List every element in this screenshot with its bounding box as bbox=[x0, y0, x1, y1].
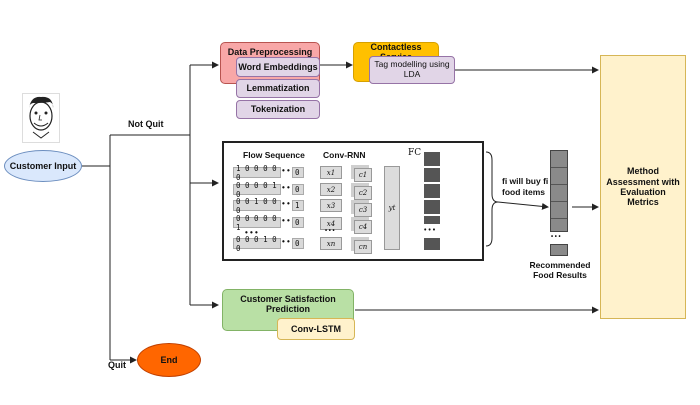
sequence-tail: 0 bbox=[292, 167, 304, 178]
word-embeddings-box: Word Embeddings bbox=[236, 57, 320, 77]
method-assessment-label: Method Assessment with Evaluation Metric… bbox=[606, 166, 680, 208]
customer-input-node: Customer Input bbox=[4, 150, 82, 182]
fc-label: FC bbox=[408, 148, 422, 158]
x-cell: xn bbox=[320, 237, 342, 250]
customer-input-label: Customer Input bbox=[9, 160, 77, 171]
recommended-label: Recommended Food Results bbox=[529, 260, 591, 280]
sequence-row: 0 0 0 0 1 0 bbox=[233, 181, 281, 199]
recommended-last bbox=[550, 244, 568, 256]
sequence-tail-text: 0 bbox=[295, 218, 300, 227]
sequence-dots: • • bbox=[282, 237, 290, 246]
conv-lstm-label: Conv-LSTM bbox=[291, 323, 341, 334]
y-label: yt bbox=[388, 204, 396, 212]
not-quit-label: Not Quit bbox=[128, 119, 164, 129]
buy-note: fi will buy fi food items bbox=[502, 176, 549, 197]
sequence-tail: 0 bbox=[292, 184, 304, 195]
sequence-row: 0 0 1 0 0 0 bbox=[233, 197, 281, 215]
recommended-column bbox=[550, 150, 568, 232]
sequence-row: 1 0 0 0 0 0 bbox=[233, 164, 281, 182]
x-ellipsis: • • • bbox=[325, 228, 335, 234]
c-cell: c3 bbox=[354, 203, 372, 217]
sequence-dots: • • bbox=[282, 216, 290, 225]
x-cell: x1 bbox=[320, 166, 342, 179]
tag-modelling-box: Tag modelling using LDA bbox=[369, 56, 455, 84]
sequence-text: 0 0 0 0 1 0 bbox=[236, 180, 277, 199]
recommended-ellipsis: • • • bbox=[551, 234, 561, 240]
method-assessment-box: Method Assessment with Evaluation Metric… bbox=[600, 55, 686, 319]
sequence-row: 0 0 0 1 0 0 bbox=[233, 235, 281, 253]
x-cell: x3 bbox=[320, 199, 342, 212]
sequence-dots: • • bbox=[282, 166, 290, 175]
c-cell: c1 bbox=[354, 168, 372, 182]
y-block: yt bbox=[384, 166, 400, 250]
fc-unit bbox=[424, 168, 440, 182]
x-cell: x2 bbox=[320, 183, 342, 196]
sequence-tail-text: 0 bbox=[295, 185, 300, 194]
lemmatization-box: Lemmatization bbox=[236, 79, 320, 98]
fc-unit bbox=[424, 216, 440, 224]
avatar bbox=[22, 93, 60, 143]
data-preprocessing-title: Data Preprocessing bbox=[227, 46, 313, 57]
sequence-dots: • • bbox=[282, 183, 290, 192]
sequence-tail: 1 bbox=[292, 200, 304, 211]
sequence-tail: 0 bbox=[292, 217, 304, 228]
sequence-tail-text: 0 bbox=[295, 239, 300, 248]
sequence-text: 0 0 0 0 0 1 bbox=[236, 213, 277, 232]
tag-modelling-label: Tag modelling using LDA bbox=[374, 59, 450, 79]
end-node: End bbox=[137, 343, 201, 377]
conv-rnn-label: Conv-RNN bbox=[323, 150, 366, 160]
tokenization-label: Tokenization bbox=[250, 104, 306, 115]
face-icon bbox=[29, 96, 54, 139]
quit-label: Quit bbox=[108, 360, 126, 370]
flow-sequence-label: Flow Sequence bbox=[243, 150, 305, 160]
fc-unit bbox=[424, 152, 440, 166]
sequence-tail: 0 bbox=[292, 238, 304, 249]
sequence-text: 0 0 1 0 0 0 bbox=[236, 196, 277, 215]
fc-unit bbox=[424, 238, 440, 250]
sequence-row: 0 0 0 0 0 1 bbox=[233, 214, 281, 232]
fc-unit bbox=[424, 184, 440, 198]
c-cell: c2 bbox=[354, 186, 372, 200]
sequence-ellipsis: • • • bbox=[245, 228, 258, 237]
end-label: End bbox=[160, 354, 178, 365]
x-cell: x4 bbox=[320, 217, 342, 230]
word-embeddings-label: Word Embeddings bbox=[238, 61, 318, 72]
fc-unit bbox=[424, 200, 440, 214]
customer-satisfaction-title: Customer Satisfaction Prediction bbox=[240, 293, 336, 314]
lemmatization-label: Lemmatization bbox=[246, 83, 310, 94]
sequence-text: 1 0 0 0 0 0 bbox=[236, 163, 277, 182]
fc-ellipsis: • • • bbox=[424, 227, 436, 234]
conv-lstm-box: Conv-LSTM bbox=[277, 318, 355, 340]
tokenization-box: Tokenization bbox=[236, 100, 320, 119]
sequence-tail-text: 0 bbox=[295, 168, 300, 177]
c-cell: cn bbox=[354, 240, 372, 254]
sequence-text: 0 0 0 1 0 0 bbox=[236, 234, 277, 253]
sequence-tail-text: 1 bbox=[295, 201, 300, 210]
c-cell: c4 bbox=[354, 220, 372, 234]
sequence-dots: • • bbox=[282, 199, 290, 208]
